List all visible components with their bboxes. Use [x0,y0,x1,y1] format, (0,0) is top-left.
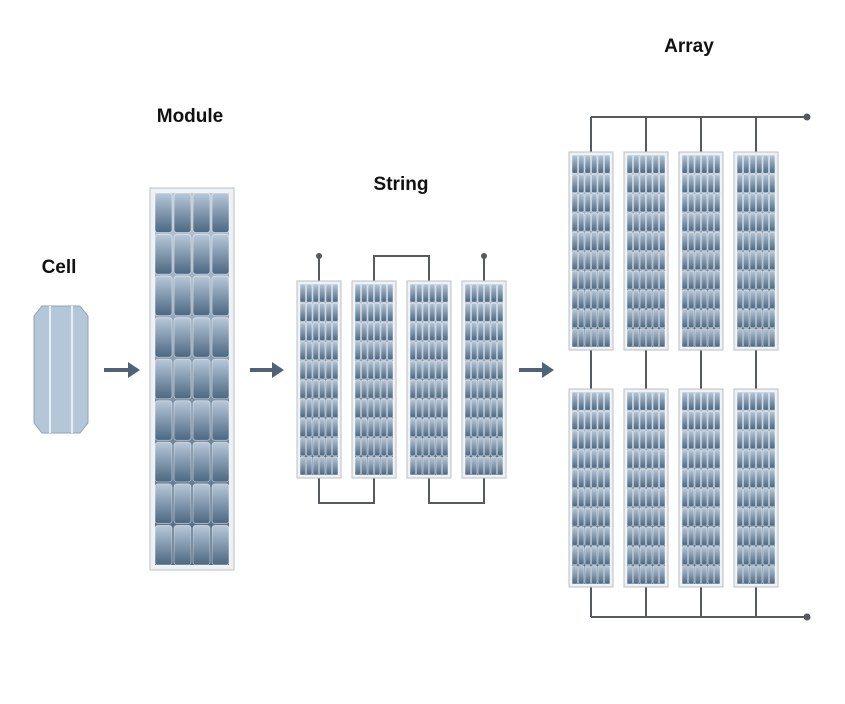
solar-array [568,151,779,588]
string-panel [461,280,507,479]
arrow-string-to-array [519,362,554,378]
arrow-cell-to-module [104,362,140,378]
array-panel [678,388,724,588]
module-panel [149,187,235,571]
string-panel [406,280,452,479]
solar-cell [33,305,89,434]
solar-module [149,187,235,571]
array-panel [568,388,614,588]
label-string: String [374,174,429,195]
solar-string [296,280,507,479]
label-array: Array [664,36,714,57]
array-panel [733,388,779,588]
array-panel [568,151,614,351]
array-panel [623,388,669,588]
array-wiring [590,113,811,621]
string-wiring [316,253,487,504]
label-cell: Cell [42,257,77,278]
string-panel [351,280,397,479]
array-panel [623,151,669,351]
array-panel [678,151,724,351]
string-panel [296,280,342,479]
arrow-module-to-string [250,362,284,378]
array-panel [733,151,779,351]
label-module: Module [157,106,224,127]
